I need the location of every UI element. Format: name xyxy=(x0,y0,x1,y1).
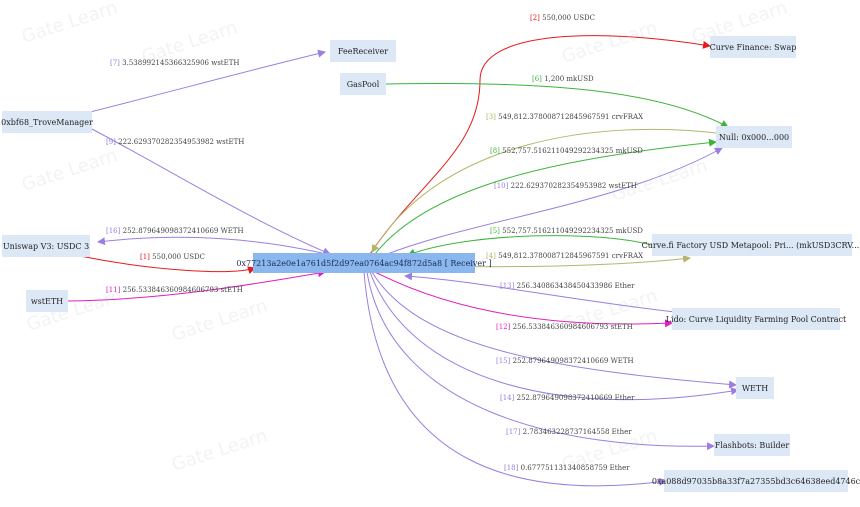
edge-label-1: [1] 550,000 USDC xyxy=(140,253,205,261)
edge-label-9: [9] 222.629370282354953982 wstETH xyxy=(106,138,244,146)
edge-index: [10] xyxy=(494,182,509,190)
edge-5 xyxy=(407,235,656,257)
edge-amount: 252.879649098372410669 WETH xyxy=(512,357,634,365)
edge-10 xyxy=(379,147,723,258)
edge-amount: 256.533846360984606793 stETH xyxy=(512,323,633,331)
edge-index: [15] xyxy=(496,357,511,365)
edge-index: [5] xyxy=(490,227,500,235)
node-label: GasPool xyxy=(346,79,380,89)
edge-2 xyxy=(369,35,711,255)
node-lido-curve-pool[interactable]: Lido: Curve Liquidity Farming Pool Contr… xyxy=(666,308,846,330)
node-label: 0xa088d97035b8a33f7a27355bd3c64638eed474… xyxy=(651,476,860,486)
edge-amount: 550,000 USDC xyxy=(152,253,205,261)
edge-3 xyxy=(371,128,726,253)
edge-amount: 2.78346322873716455​8 Ether xyxy=(522,428,632,436)
edge-index: [4] xyxy=(486,252,496,260)
edge-label-5: [5] 552,757.516211049292234325 mkUSD xyxy=(490,227,643,235)
node-wsteth[interactable]: wstETH xyxy=(26,290,68,312)
edge-index: [8] xyxy=(490,147,500,155)
node-label: FeeReceiver xyxy=(337,46,389,56)
node-receiver[interactable]: 0x77213a2e0e1a761d5f2d97ea0764ac94f872d5… xyxy=(236,253,492,273)
edge-label-18: [18] 0.677751131340858759 Ether xyxy=(504,464,630,472)
node-label: WETH xyxy=(741,383,769,393)
node-address-0xa088[interactable]: 0xa088d97035b8a33f7a27355bd3c64638eed474… xyxy=(652,470,860,492)
edge-label-2: [2] 550,000 USDC xyxy=(530,14,595,22)
node-label: 0xbf68_TroveManager xyxy=(1,117,93,127)
edge-amount: 3.5389921453663259​06 wstETH xyxy=(122,59,240,67)
node-null-address[interactable]: Null: 0x000...000 xyxy=(716,126,792,148)
edge-label-8: [8] 552,757.516211049292234325 mkUSD xyxy=(490,147,643,155)
edge-label-7: [7] 3.5389921453663259​06 wstETH xyxy=(110,59,240,67)
edge-18 xyxy=(363,271,667,487)
edge-index: [16] xyxy=(106,227,121,235)
edge-8 xyxy=(374,138,717,255)
edge-label-17: [17] 2.78346322873716455​8 Ether xyxy=(506,428,632,436)
edge-label-4: [4] 549,812.378008712845967591 crvFRAX xyxy=(486,252,643,260)
edge-index: [2] xyxy=(530,14,540,22)
edge-amount: 252.87964909837241066​9 WETH xyxy=(122,227,244,235)
edge-index: [11] xyxy=(106,286,121,294)
edge-amount: 1,200 mkUSD xyxy=(544,75,594,83)
node-trove-manager[interactable]: 0xbf68_TroveManager xyxy=(1,111,93,133)
edge-index: [6] xyxy=(532,75,542,83)
edge-label-10: [10] 222.629370282354953982 wstETH xyxy=(494,182,637,190)
node-weth[interactable]: WETH xyxy=(736,377,774,399)
edge-amount: 256.533846360984606793 stETH xyxy=(122,286,243,294)
edge-label-11: [11] 256.533846360984606793 stETH xyxy=(106,286,243,294)
edge-index: [17] xyxy=(506,428,521,436)
edge-16 xyxy=(97,236,323,254)
edge-12 xyxy=(374,271,673,328)
node-label: Uniswap V3: USDC 3 xyxy=(2,241,90,251)
edge-index: [13] xyxy=(500,282,515,290)
edge-amount: 549,812.378008712845967591 crvFRAX xyxy=(498,113,644,121)
edge-1 xyxy=(79,255,256,274)
edge-13 xyxy=(404,272,676,313)
edge-index: [1] xyxy=(140,253,150,261)
edge-amount: 252.879649098372410669 Ether xyxy=(516,394,635,402)
node-label: wstETH xyxy=(30,296,64,306)
edge-11 xyxy=(67,269,326,302)
edge-amount: 0.677751131340858759 Ether xyxy=(520,464,630,472)
node-flashbots-builder[interactable]: Flashbots: Builder xyxy=(714,434,790,456)
node-label: Curve.fi Factory USD Metapool: Pri... (m… xyxy=(641,240,860,250)
edge-index: [7] xyxy=(110,59,120,67)
node-uniswap[interactable]: Uniswap V3: USDC 3 xyxy=(2,235,90,257)
edge-label-12: [12] 256.533846360984606793 stETH xyxy=(496,323,633,331)
node-curve-factory-metapool[interactable]: Curve.fi Factory USD Metapool: Pri... (m… xyxy=(642,234,860,256)
node-label: Curve Finance: Swap xyxy=(709,42,797,52)
edge-9 xyxy=(89,127,331,255)
edge-amount: 552,757.516211049292234325 mkUSD xyxy=(502,227,643,235)
edge-index: [14] xyxy=(500,394,515,402)
node-label: Flashbots: Builder xyxy=(714,440,790,450)
node-fee-receiver[interactable]: FeeReceiver xyxy=(330,40,396,62)
node-label: Null: 0x000...000 xyxy=(718,132,790,142)
edge-label-14: [14] 252.879649098372410669 Ether xyxy=(500,394,635,402)
edge-label-15: [15] 252.879649098372410669 WETH xyxy=(496,357,634,365)
node-curve-swap[interactable]: Curve Finance: Swap xyxy=(710,36,796,58)
edge-index: [9] xyxy=(106,138,116,146)
edge-label-6: [6] 1,200 mkUSD xyxy=(532,75,594,83)
edge-index: [18] xyxy=(504,464,519,472)
edge-15 xyxy=(371,271,737,389)
edge-label-13: [13] 256.340863438450433986 Ether xyxy=(500,282,635,290)
node-label: 0x77213a2e0e1a761d5f2d97ea0764ac94f872d5… xyxy=(236,258,492,268)
edge-amount: 222.629370282354953982 wstETH xyxy=(510,182,637,190)
edge-label-16: [16] 252.87964909837241066​9 WETH xyxy=(106,227,244,235)
edge-amount: 256.340863438450433986 Ether xyxy=(516,282,635,290)
edge-17 xyxy=(366,271,715,451)
edge-7 xyxy=(89,49,326,113)
edge-amount: 552,757.516211049292234325 mkUSD xyxy=(502,147,643,155)
edge-index: [3] xyxy=(486,113,496,121)
edge-6 xyxy=(385,83,729,128)
edge-amount: 222.629370282354953982 wstETH xyxy=(118,138,245,146)
edge-index: [12] xyxy=(496,323,511,331)
node-label: Lido: Curve Liquidity Farming Pool Contr… xyxy=(665,314,847,324)
edge-amount: 550,000 USDC xyxy=(542,14,595,22)
node-gas-pool[interactable]: GasPool xyxy=(340,73,386,95)
edge-14 xyxy=(369,271,739,401)
edge-amount: 549,812.378008712845967591 crvFRAX xyxy=(498,252,644,260)
edge-label-3: [3] 549,812.378008712845967591 crvFRAX xyxy=(486,113,643,121)
